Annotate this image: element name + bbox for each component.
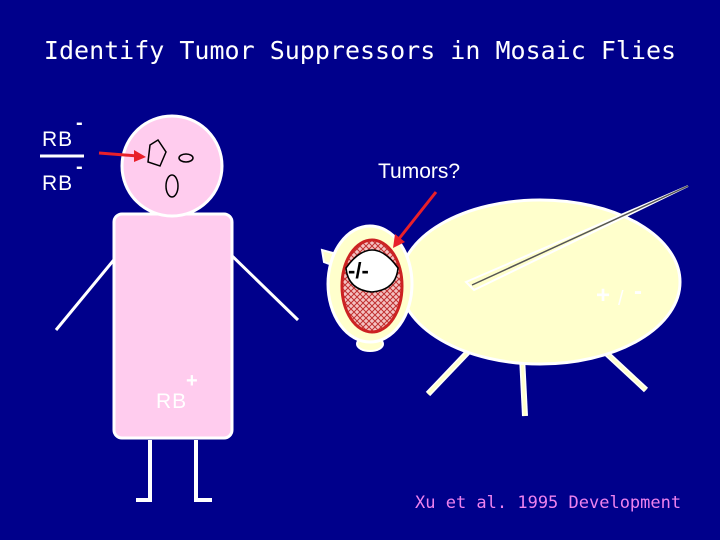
person-head [120,114,224,218]
person-left-eye [147,138,167,167]
fly-leg-2-inner [520,355,527,417]
fly-eye-clone [345,249,399,293]
head-arrow [98,150,146,162]
body-genotype-label: RB [156,390,188,413]
fly-figure [320,185,689,417]
head-genotype-bottom: RB [42,172,74,195]
person-right-eye [178,153,194,163]
person-right-leg [194,440,212,502]
fly-eye-genotype: -/- [348,258,369,283]
body-genotype-sup: + [186,370,198,392]
fly-leg-1-inner [426,350,470,396]
fly-body-genotype-minus: - [634,278,642,305]
person-figure [54,114,300,502]
head-genotype-bottom-sup: - [76,156,83,178]
fly-body-genotype-slash: / [618,288,624,310]
person-mouth [165,174,179,198]
person-left-arm [54,249,124,331]
person-left-leg [136,440,152,502]
head-genotype-top-sup: - [76,112,83,134]
slide-title: Identify Tumor Suppressors in Mosaic Fli… [43,36,677,65]
person-right-arm [224,248,300,322]
head-genotype-top: RB [42,128,74,151]
tumors-annotation: Tumors? [378,160,461,183]
fly-body-genotype-plus: + [596,282,611,309]
fly-wing-vein [471,185,689,286]
citation: Xu et al. 1995 Development [415,493,682,513]
tumor-arrow [393,191,438,248]
